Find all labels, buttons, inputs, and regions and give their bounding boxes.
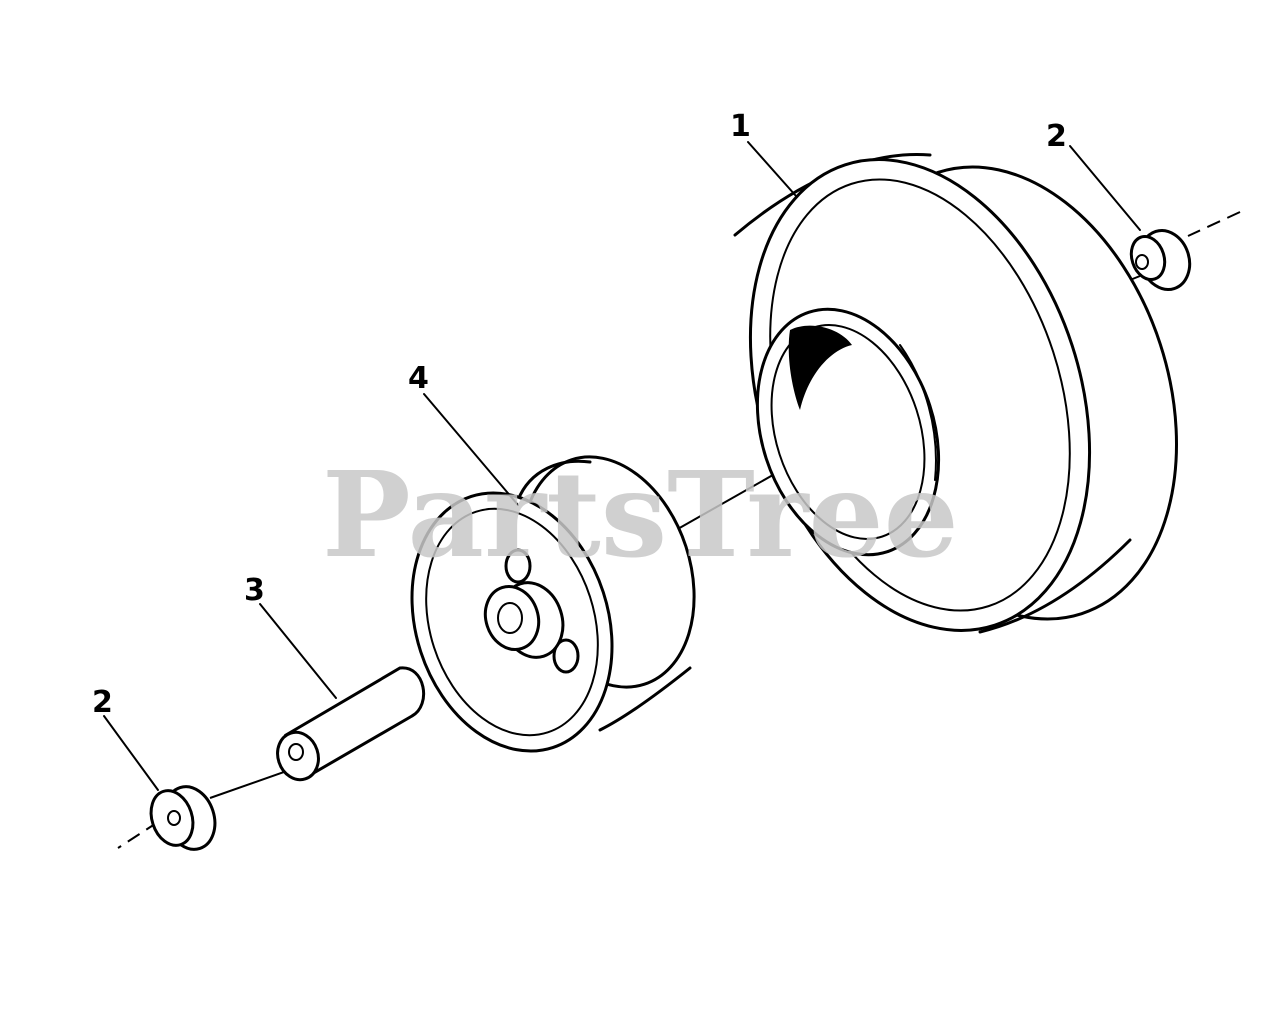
callout-4: 4 bbox=[408, 361, 429, 396]
callout-1: 1 bbox=[730, 109, 751, 144]
callout-2-left: 2 bbox=[92, 685, 113, 720]
callout-3: 3 bbox=[244, 573, 265, 608]
spacer-icon bbox=[149, 785, 217, 851]
tire-icon bbox=[733, 152, 1178, 634]
rim-icon bbox=[410, 455, 696, 753]
callout-2-right: 2 bbox=[1046, 119, 1067, 154]
spacer-icon bbox=[1129, 229, 1192, 291]
bearing-icon bbox=[276, 666, 426, 782]
leader-lines bbox=[103, 141, 1141, 791]
watermark: PartsTree bbox=[322, 445, 959, 584]
